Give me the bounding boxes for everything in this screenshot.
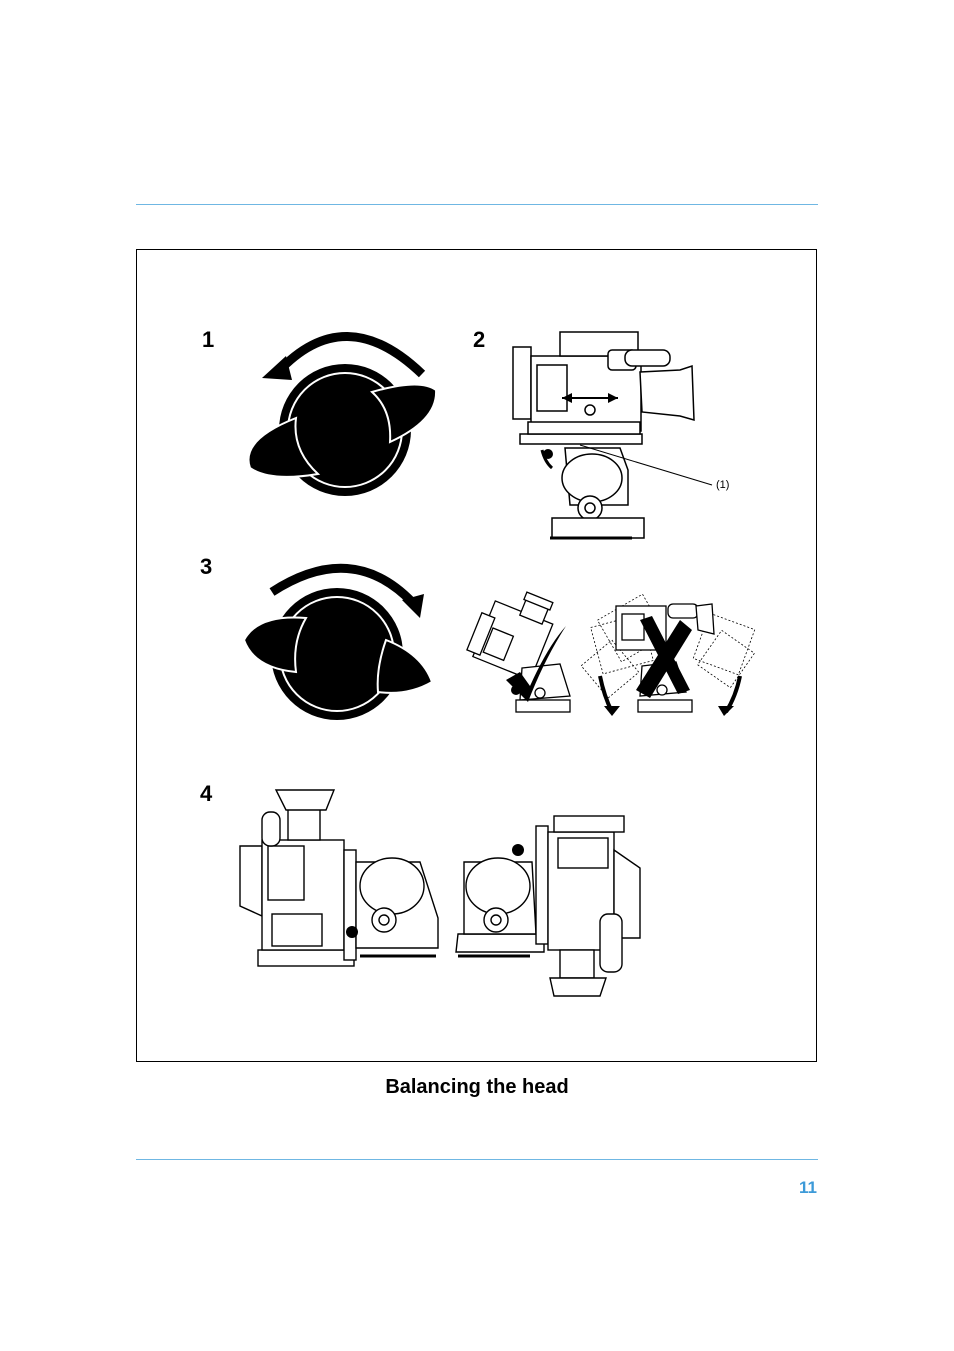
page-number: 11 — [799, 1178, 817, 1198]
figure-panel — [136, 249, 817, 1062]
step-number-2: 2 — [473, 327, 485, 353]
top-rule — [136, 204, 818, 205]
step-number-3: 3 — [200, 554, 212, 580]
step-number-4: 4 — [200, 781, 212, 807]
bottom-rule — [136, 1159, 818, 1160]
figure-caption: Balancing the head — [136, 1076, 818, 1099]
step-number-1: 1 — [202, 327, 214, 353]
